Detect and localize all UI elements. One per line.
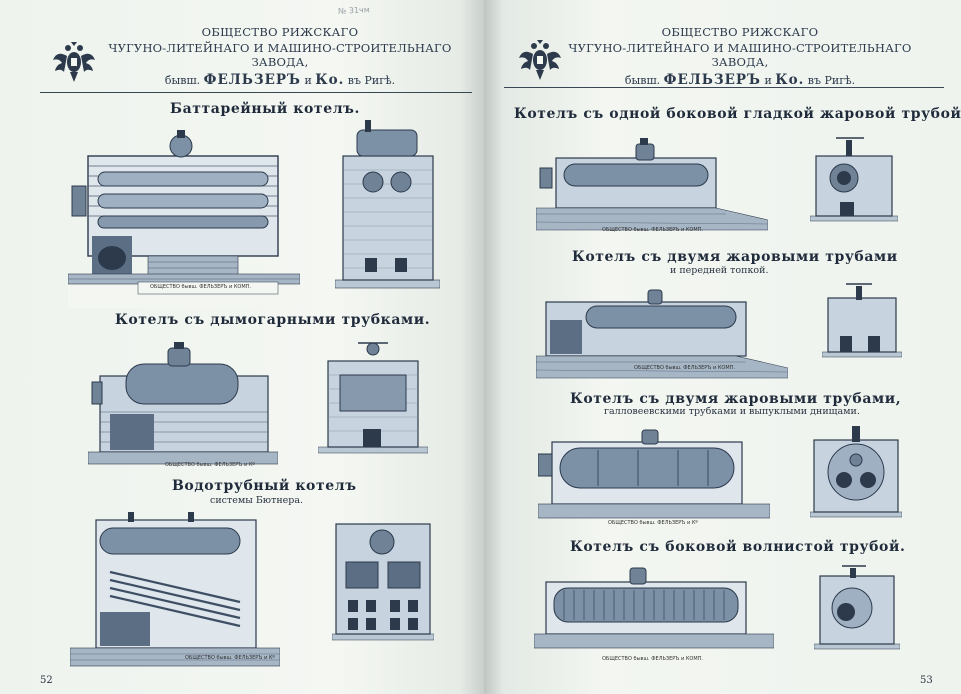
double-headed-eagle-icon xyxy=(519,40,561,80)
water-tube-boiler-front-drawing xyxy=(332,523,434,641)
water-tube-boiler-section-drawing xyxy=(70,512,280,667)
single-flue-boiler-front-drawing xyxy=(810,137,898,222)
subtitle-galloway-boiler: галловеевскими трубками и выпуклыми днищ… xyxy=(604,406,860,417)
left-page: № 31чм ОБЩЕСТВО РИЖСКАГО ЧУГУНО-ЛИТЕЙНАГ… xyxy=(0,0,484,694)
title-single-flue-boiler: Котелъ съ одной боковой гладкой жаровой … xyxy=(514,106,961,122)
caption-single-flue: ОБЩЕСТВО бывш. ФЕЛЬЗЕРЪ и КОМП. xyxy=(602,227,703,233)
page-number-left: 52 xyxy=(40,675,53,686)
subtitle-water-tube-boiler: системы Бютнера. xyxy=(210,495,304,506)
caption-wavy-flue: ОБЩЕСТВО бывш. ФЕЛЬЗЕРЪ и КОМП. xyxy=(602,656,703,662)
smoke-tube-boiler-front-drawing xyxy=(318,342,428,454)
header-line-3: бывш. ФЕЛЬЗЕРЪ и Ко. въ Ригѣ. xyxy=(624,72,856,88)
page-number-right: 53 xyxy=(920,675,933,686)
header-line-1: ОБЩЕСТВО РИЖСКАГО xyxy=(661,25,819,39)
battery-boiler-front-drawing xyxy=(335,120,440,289)
header-rule xyxy=(504,87,944,88)
caption-battery: ОБЩЕСТВО бывш. ФЕЛЬЗЕРЪ и КОМП. xyxy=(150,284,251,290)
title-smoke-tube-boiler: Котелъ съ дымогарными трубками. xyxy=(115,312,431,328)
title-battery-boiler: Баттарейный котелъ. xyxy=(170,101,360,117)
wavy-flue-boiler-section-drawing xyxy=(534,567,774,649)
title-galloway-boiler: Котелъ съ двумя жаровыми трубами, xyxy=(570,391,902,407)
galloway-boiler-section-drawing xyxy=(538,429,770,519)
caption-two-flue: ОБЩЕСТВО бывш. ФЕЛЬЗЕРЪ и КОМП. xyxy=(634,365,735,371)
header-line-2: ЧУГУНО-ЛИТЕЙНАГО И МАШИНО-СТРОИТЕЛЬНАГО … xyxy=(108,41,452,69)
smoke-tube-boiler-section-drawing xyxy=(88,342,278,465)
galloway-boiler-front-drawing xyxy=(810,426,902,518)
left-header: ОБЩЕСТВО РИЖСКАГО ЧУГУНО-ЛИТЕЙНАГО И МАШ… xyxy=(90,25,470,88)
two-flue-boiler-section-drawing xyxy=(536,289,788,379)
title-water-tube-boiler: Водотрубный котелъ xyxy=(172,478,357,494)
battery-boiler-section-drawing xyxy=(68,130,300,308)
caption-water-tube: ОБЩЕСТВО бывш. ФЕЛЬЗЕРЪ и Кº xyxy=(185,655,275,661)
right-header: ОБЩЕСТВО РИЖСКАГО ЧУГУНО-ЛИТЕЙНАГО И МАШ… xyxy=(550,25,930,88)
title-two-flue-boiler: Котелъ съ двумя жаровыми трубами xyxy=(572,249,898,265)
title-wavy-flue-boiler: Котелъ съ боковой волнистой трубой. xyxy=(570,539,906,555)
header-rule xyxy=(40,92,472,93)
single-flue-boiler-section-drawing xyxy=(536,138,768,231)
header-line-1: ОБЩЕСТВО РИЖСКАГО xyxy=(201,25,359,39)
double-headed-eagle-icon xyxy=(53,42,95,82)
header-line-3: бывш. ФЕЛЬЗЕРЪ и Ко. въ Ригѣ. xyxy=(164,72,396,88)
caption-smoke-tube: ОБЩЕСТВО бывш. ФЕЛЬЗЕРЪ и Кº xyxy=(165,462,255,468)
two-flue-boiler-front-drawing xyxy=(822,283,902,358)
caption-galloway: ОБЩЕСТВО бывш. ФЕЛЬЗЕРЪ и Кº xyxy=(608,520,698,526)
header-line-2: ЧУГУНО-ЛИТЕЙНАГО И МАШИНО-СТРОИТЕЛЬНАГО … xyxy=(568,41,912,69)
wavy-flue-boiler-front-drawing xyxy=(814,565,900,650)
pencil-mark: № 31чм xyxy=(337,5,371,16)
subtitle-two-flue-boiler: и передней топкой. xyxy=(670,265,769,276)
right-page: ОБЩЕСТВО РИЖСКАГО ЧУГУНО-ЛИТЕЙНАГО И МАШ… xyxy=(484,0,961,694)
